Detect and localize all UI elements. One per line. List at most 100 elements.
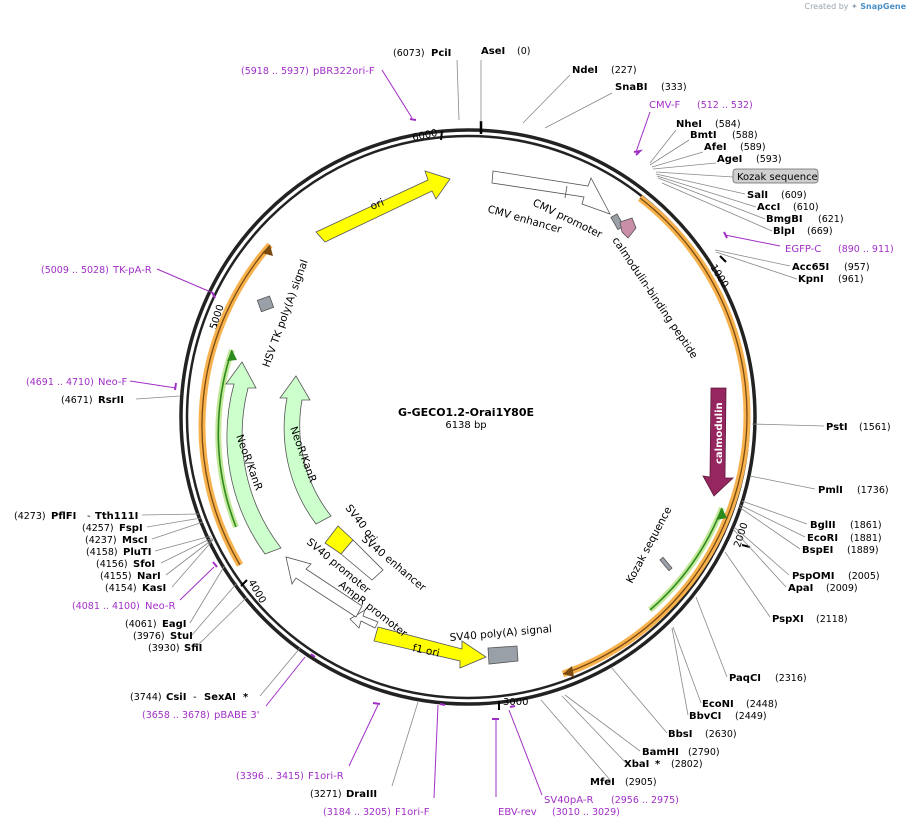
primer-pbr322ori-f-name[interactable]: pBR322ori-F: [313, 66, 375, 77]
site-bglii-name[interactable]: BglII: [810, 520, 836, 531]
cmv-divider: [564, 185, 568, 199]
site-mfei-name[interactable]: MfeI: [590, 777, 615, 788]
leader-apai: [732, 528, 787, 588]
site-snabi-pos: (333): [661, 82, 687, 93]
ggeco-orf: [561, 195, 751, 678]
primer-neo-f-name[interactable]: Neo-F: [98, 377, 128, 388]
site-apai-name[interactable]: ApaI: [788, 583, 813, 594]
primer-neo-r-name[interactable]: Neo-R: [145, 601, 176, 612]
site-csii-name[interactable]: CsiI: [166, 692, 186, 703]
site-rsrii-pos: (4671): [61, 395, 93, 406]
tick-4000-mark: [240, 579, 248, 587]
neo-green-head: [227, 350, 237, 361]
site-ndei-name[interactable]: NdeI: [572, 65, 598, 76]
leader-econi: [672, 626, 702, 704]
primer-pbabe3-name[interactable]: pBABE 3': [214, 710, 260, 721]
site-kpni-name[interactable]: KpnI: [798, 274, 824, 285]
site-kasi-pos: (4154): [105, 583, 137, 594]
site-fspi-name[interactable]: FspI: [119, 523, 143, 534]
site-acci-name[interactable]: AccI: [757, 202, 780, 213]
primer-f1ori-f-range: (3184 .. 3205): [323, 807, 391, 818]
primer-ebv-rev-name[interactable]: EBV-rev: [498, 807, 537, 818]
leader-pmli: [749, 475, 816, 490]
site-asei-name[interactable]: AseI: [481, 46, 505, 57]
primer-cmv-f-name[interactable]: CMV-F: [649, 100, 680, 111]
site-sali-pos: (609): [781, 190, 807, 201]
site-sfoi-name[interactable]: SfoI: [133, 559, 155, 570]
site-pmli-name[interactable]: PmlI: [818, 485, 843, 496]
site-kasi-name[interactable]: KasI: [142, 583, 166, 594]
site-ecori-pos: (1881): [850, 533, 882, 544]
site-sfii-name[interactable]: SfiI: [184, 643, 202, 654]
primer-sv40pa-r-name[interactable]: SV40pA-R: [544, 795, 593, 806]
site-bmti-pos: (588): [732, 130, 758, 141]
primer-ebv-rev-range: (3010 .. 3029): [552, 807, 620, 818]
site-afei-name[interactable]: AfeI: [704, 142, 727, 153]
site-pluti-name[interactable]: PluTI: [123, 547, 151, 558]
site-blpi-name[interactable]: BlpI: [773, 226, 795, 237]
kozak-inner-label: Kozak sequence: [624, 505, 674, 585]
leader-pflfi: [141, 513, 200, 516]
site-xbai-name[interactable]: XbaI: [624, 759, 649, 770]
neo-orf-arcs: [198, 242, 273, 567]
site-tth111i-name[interactable]: Tth111I: [95, 511, 138, 522]
site-acc65i-name[interactable]: Acc65I: [792, 262, 829, 273]
site-agei-pos: (593): [756, 154, 782, 165]
leader-pspxi: [724, 551, 771, 618]
site-bmti-name[interactable]: BmtI: [690, 130, 717, 141]
leader-bmti: [649, 139, 690, 166]
site-xbai-pos: (2802): [671, 759, 703, 770]
kozak-sequence-badge[interactable]: [732, 168, 819, 184]
site-bbvci-name[interactable]: BbvCI: [689, 711, 721, 722]
leader-xbai: [561, 695, 627, 764]
site-ecori-name[interactable]: EcoRI: [807, 533, 838, 544]
site-draiii-name[interactable]: DraIII: [346, 789, 377, 800]
primer-pbr322ori-f-range: (5918 .. 5937): [241, 66, 309, 77]
site-bbsi-name[interactable]: BbsI: [668, 729, 692, 740]
site-eagi-pos: (4061): [125, 619, 157, 630]
site-stui-pos: (3976): [133, 631, 165, 642]
primer-f1ori-r-name[interactable]: F1ori-R: [308, 771, 344, 782]
site-rsrii-name[interactable]: RsrII: [98, 395, 124, 406]
site-msci-pos: (4237): [85, 535, 117, 546]
site-pcii-name[interactable]: PciI: [431, 48, 451, 59]
site-agei-name[interactable]: AgeI: [717, 154, 742, 165]
hsv-tk-polya-box: [256, 295, 275, 313]
site-pspxi-name[interactable]: PspXI: [772, 614, 804, 625]
site-bmgbi-name[interactable]: BmgBI: [766, 214, 803, 225]
site-msci-name[interactable]: MscI: [122, 535, 148, 546]
leader-snabi: [544, 92, 613, 129]
leader-stui: [191, 582, 238, 636]
leader-bglii: [741, 500, 808, 525]
leader-afei: [651, 151, 704, 168]
site-ndei-pos: (227): [611, 65, 637, 76]
leader-pspomi: [733, 526, 790, 576]
site-nhei-name[interactable]: NheI: [676, 119, 702, 130]
site-stui-name[interactable]: StuI: [170, 631, 193, 642]
sv40-polya-box: [487, 645, 519, 665]
leader-acci: [656, 175, 757, 208]
site-bmgbi-pos: (621): [818, 214, 844, 225]
site-pflfi-pos: (4273): [14, 511, 46, 522]
site-psti-name[interactable]: PstI: [826, 422, 848, 433]
site-nari-name[interactable]: NarI: [137, 571, 161, 582]
primer-egfp-c-name[interactable]: EGFP-C: [785, 244, 821, 255]
site-econi-name[interactable]: EcoNI: [702, 699, 734, 710]
leader-nhei: [649, 129, 677, 164]
site-pspomi-name[interactable]: PspOMI: [792, 571, 834, 582]
primer-f1ori-f-name[interactable]: F1ori-F: [395, 807, 430, 818]
site-bamhi-name[interactable]: BamHI: [642, 747, 679, 758]
leader-agei: [652, 162, 717, 170]
site-afei-pos: (589): [740, 142, 766, 153]
leader-csii: [259, 647, 301, 697]
site-sexai-name[interactable]: SexAI: [204, 692, 236, 703]
site-pflfi-name[interactable]: PflFI: [51, 511, 76, 522]
site-eagi-name[interactable]: EagI: [162, 619, 186, 630]
primer-tk-pa-r-name[interactable]: TK-pA-R: [112, 265, 152, 276]
site-snabi-name[interactable]: SnaBI: [615, 82, 647, 93]
site-psti-pos: (1561): [859, 422, 891, 433]
site-paqci-name[interactable]: PaqCI: [729, 673, 761, 684]
primer-f1ori-r-range: (3396 .. 3415): [236, 771, 304, 782]
site-bspei-name[interactable]: BspEI: [802, 545, 833, 556]
site-sali-name[interactable]: SalI: [747, 190, 768, 201]
